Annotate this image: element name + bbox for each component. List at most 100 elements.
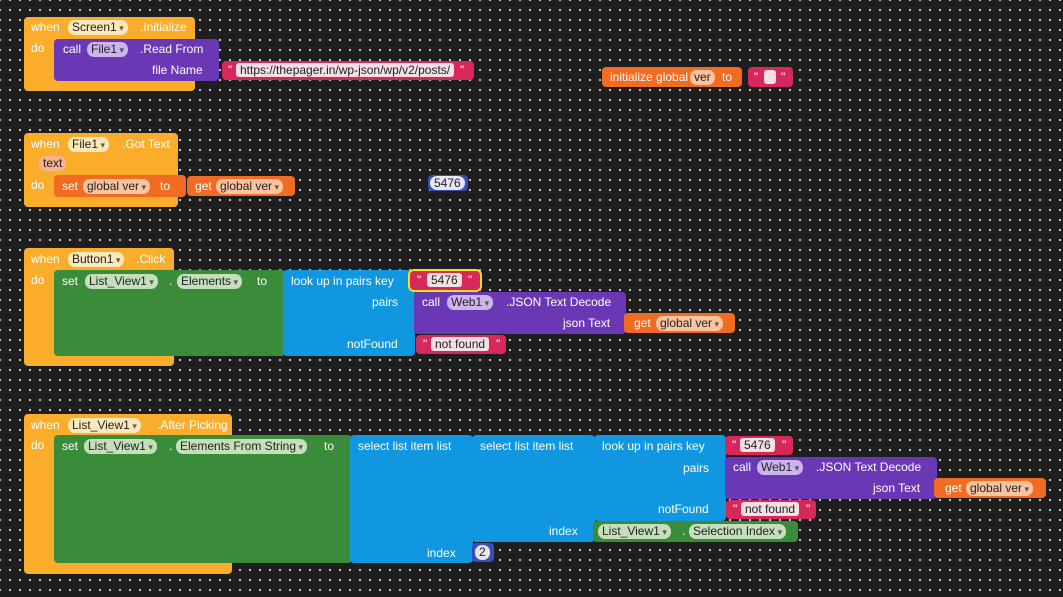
to-label: to bbox=[257, 274, 268, 288]
key-text[interactable]: 5476 bbox=[427, 273, 462, 287]
initialize-global-ver[interactable]: initialize global ver to bbox=[602, 67, 742, 87]
quote-open: " bbox=[733, 502, 738, 516]
key-text-block[interactable]: " 5476 " bbox=[725, 436, 793, 455]
lookup-in-pairs[interactable]: look up in pairs key pairs notFound bbox=[283, 270, 415, 356]
notfound-text[interactable]: not found bbox=[741, 502, 800, 516]
notfound-label: notFound bbox=[658, 502, 709, 516]
get-label: get bbox=[195, 179, 212, 193]
call-label: call bbox=[63, 42, 82, 56]
when-label: when bbox=[31, 20, 60, 34]
pairs-label: pairs bbox=[372, 295, 399, 309]
listview-dropdown[interactable]: List_View1 bbox=[85, 274, 158, 289]
number-field[interactable]: 5476 bbox=[430, 176, 465, 190]
decode-label: .JSON Text Decode bbox=[506, 295, 612, 309]
key-text-block[interactable]: " 5476 " bbox=[408, 269, 482, 292]
event-label: .Initialize bbox=[140, 20, 187, 34]
property-dropdown[interactable]: Elements bbox=[177, 274, 243, 289]
get-label: get bbox=[945, 481, 962, 495]
property-dropdown[interactable]: Elements From String bbox=[176, 439, 308, 454]
do-label: do bbox=[31, 41, 45, 55]
notfound-text-block[interactable]: " not found " bbox=[416, 335, 506, 354]
get-var-dropdown[interactable]: global ver bbox=[966, 481, 1034, 496]
web1-dropdown[interactable]: Web1 bbox=[447, 295, 494, 310]
index-label: index bbox=[549, 524, 578, 538]
index-number-field[interactable]: 2 bbox=[475, 545, 490, 560]
call-web1-jsontextdecode[interactable]: call Web1 .JSON Text Decode json Text bbox=[414, 292, 626, 334]
component-dropdown[interactable]: List_View1 bbox=[68, 418, 141, 433]
to-label: to bbox=[160, 179, 171, 193]
get-label: get bbox=[634, 316, 651, 330]
method-label: .Read From bbox=[140, 42, 204, 56]
empty-text-value[interactable] bbox=[764, 70, 776, 84]
dot-label: . bbox=[682, 524, 686, 538]
quote-open: " bbox=[228, 63, 233, 77]
to-label: to bbox=[722, 70, 733, 84]
quote-open: " bbox=[417, 273, 422, 287]
set-label: set bbox=[62, 439, 79, 453]
set-listview1-elementsfromstring[interactable]: set List_View1 . Elements From String to bbox=[54, 435, 352, 563]
get-var-dropdown[interactable]: global ver bbox=[216, 179, 284, 194]
get-var-dropdown[interactable]: global ver bbox=[656, 316, 724, 331]
url-text-block[interactable]: " https://thepager.in/wp-json/wp/v2/post… bbox=[222, 61, 474, 80]
empty-text-block[interactable]: " " bbox=[748, 67, 793, 87]
call-web1-jsontextdecode[interactable]: call Web1 .JSON Text Decode json Text bbox=[725, 457, 937, 499]
to-label: to bbox=[324, 439, 335, 453]
when-label: when bbox=[31, 418, 60, 432]
web1-dropdown[interactable]: Web1 bbox=[757, 460, 804, 475]
var-dropdown[interactable]: global ver bbox=[83, 179, 151, 194]
floating-number-block[interactable]: 5476 bbox=[428, 175, 468, 191]
component-dropdown[interactable]: File1 bbox=[68, 137, 110, 152]
notfound-text[interactable]: not found bbox=[431, 337, 490, 351]
set-global-ver[interactable]: set global ver to bbox=[54, 175, 186, 197]
listview-dropdown[interactable]: List_View1 bbox=[598, 524, 671, 539]
quote-close: " bbox=[468, 273, 473, 287]
index-number-block[interactable]: 2 bbox=[472, 543, 494, 562]
global-name-field[interactable]: ver bbox=[690, 70, 715, 85]
index2-label: index bbox=[427, 546, 456, 560]
event-label: .After Picking bbox=[157, 418, 228, 432]
param-text[interactable]: text bbox=[39, 156, 67, 171]
get-global-ver[interactable]: get global ver bbox=[934, 478, 1046, 498]
listview1-selectionindex[interactable]: List_View1 . Selection Index bbox=[593, 521, 798, 542]
select-list-item-inner[interactable]: select list item list index bbox=[472, 435, 595, 542]
lookup-label: look up in pairs key bbox=[291, 274, 394, 288]
dot-label: . bbox=[169, 274, 173, 288]
listview-dropdown[interactable]: List_View1 bbox=[84, 439, 157, 454]
component-dropdown[interactable]: Screen1 bbox=[68, 20, 128, 35]
component-dropdown[interactable]: Button1 bbox=[68, 252, 125, 267]
do-label: do bbox=[31, 273, 45, 287]
select-list-item-outer[interactable]: select list item list index bbox=[350, 435, 473, 563]
call-file1-readfrom[interactable]: call File1 .Read From file Name bbox=[54, 39, 219, 81]
do-label: do bbox=[31, 178, 45, 192]
call-label: call bbox=[422, 295, 441, 309]
selection-index-dropdown[interactable]: Selection Index bbox=[689, 524, 787, 539]
quote-close: " bbox=[782, 438, 787, 452]
lookup-in-pairs[interactable]: look up in pairs key pairs notFound bbox=[594, 435, 726, 521]
event-label: .Got Text bbox=[122, 137, 170, 151]
init-global-label: initialize global bbox=[610, 70, 689, 84]
pairs-label: pairs bbox=[683, 461, 710, 475]
select-label: select list item list bbox=[480, 439, 574, 453]
quote-close: " bbox=[496, 337, 501, 351]
do-label: do bbox=[31, 438, 45, 452]
file1-dropdown[interactable]: File1 bbox=[87, 42, 129, 57]
get-global-ver[interactable]: get global ver bbox=[624, 313, 735, 333]
quote-open: " bbox=[732, 438, 737, 452]
quote-close: " bbox=[781, 70, 786, 84]
notfound-text-block[interactable]: " not found " bbox=[726, 500, 816, 519]
quote-open: " bbox=[423, 337, 428, 351]
url-text[interactable]: https://thepager.in/wp-json/wp/v2/posts/ bbox=[236, 63, 455, 77]
quote-close: " bbox=[806, 502, 811, 516]
get-global-ver[interactable]: get global ver bbox=[187, 176, 295, 196]
lookup-label: look up in pairs key bbox=[602, 439, 705, 453]
notfound-label: notFound bbox=[347, 337, 398, 351]
decode-label: .JSON Text Decode bbox=[816, 460, 922, 474]
quote-open: " bbox=[754, 70, 759, 84]
select-label: select list item list bbox=[358, 439, 452, 453]
quote-close: " bbox=[460, 63, 465, 77]
filename-param-label: file Name bbox=[152, 63, 203, 77]
call-label: call bbox=[733, 460, 752, 474]
key-text[interactable]: 5476 bbox=[740, 438, 775, 452]
set-listview1-elements[interactable]: set List_View1 . Elements to bbox=[54, 270, 286, 356]
when-label: when bbox=[31, 137, 60, 151]
